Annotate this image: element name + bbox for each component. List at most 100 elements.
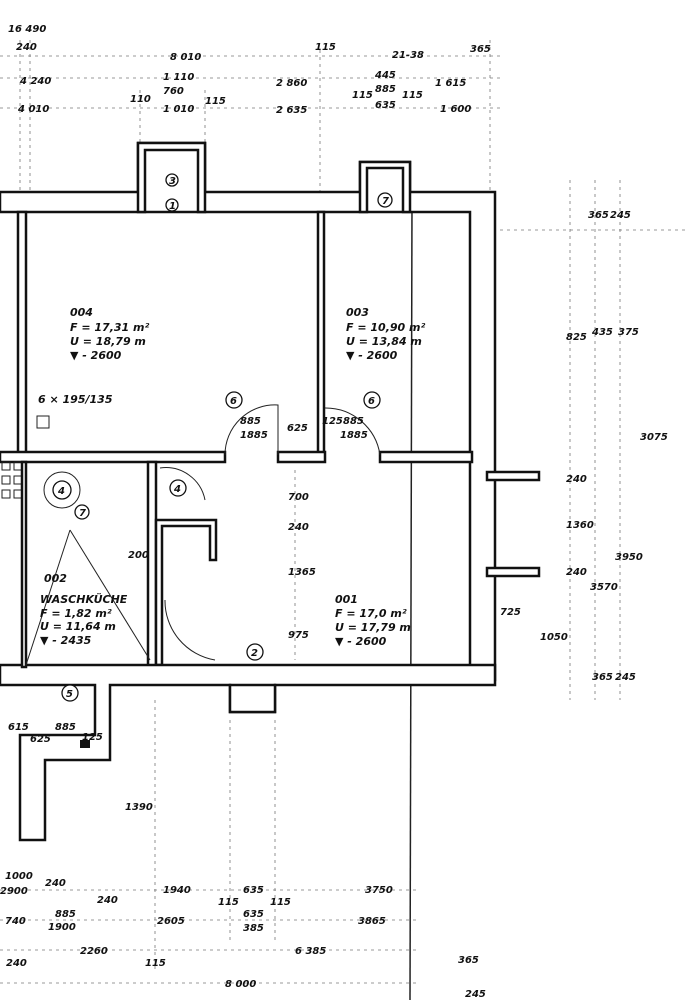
walls <box>0 141 541 842</box>
svg-text:245: 245 <box>615 672 636 683</box>
svg-text:7: 7 <box>382 196 389 207</box>
svg-text:885: 885 <box>55 909 76 920</box>
svg-text:3950: 3950 <box>615 552 643 563</box>
right-dimensions: 365 245 825 435 375 3075 240 1360 240 35… <box>500 210 668 683</box>
svg-text:725: 725 <box>500 607 521 618</box>
svg-text:110: 110 <box>130 94 151 105</box>
bottom-dimensions: 1000 240 2900 240 1940 115 635 115 3750 … <box>0 871 486 1000</box>
svg-text:2605: 2605 <box>157 916 185 927</box>
kitchen-left-wall <box>20 460 28 669</box>
svg-text:245: 245 <box>465 989 486 1000</box>
svg-text:115: 115 <box>402 90 423 101</box>
svg-text:▼ - 2435: ▼ - 2435 <box>40 634 92 647</box>
vent-grid <box>1 461 23 499</box>
svg-text:002: 002 <box>44 572 67 585</box>
svg-text:240: 240 <box>97 895 118 906</box>
svg-text:635: 635 <box>243 909 264 920</box>
svg-text:▼ - 2600: ▼ - 2600 <box>335 635 387 648</box>
svg-text:4: 4 <box>57 486 65 497</box>
svg-text:115: 115 <box>270 897 291 908</box>
svg-text:435: 435 <box>591 327 613 338</box>
south-bay <box>228 683 277 714</box>
room-003: 003 F = 10,90 m² U = 13,84 m ▼ - 2600 <box>346 306 425 362</box>
svg-text:885: 885 <box>375 84 396 95</box>
svg-text:F = 17,31 m²: F = 17,31 m² <box>70 321 149 334</box>
svg-text:8 000: 8 000 <box>225 979 256 990</box>
wall-fin <box>485 470 541 482</box>
svg-text:245: 245 <box>610 210 631 221</box>
svg-text:16 490: 16 490 <box>8 24 46 35</box>
svg-text:1 010: 1 010 <box>163 104 194 115</box>
svg-text:3865: 3865 <box>358 916 386 927</box>
svg-text:2900: 2900 <box>0 886 28 897</box>
room-004: 004 F = 17,31 m² U = 18,79 m ▼ - 2600 6 … <box>36 306 149 429</box>
svg-text:▼ - 2600: ▼ - 2600 <box>346 349 398 362</box>
middle-wall <box>0 450 474 464</box>
svg-text:1885: 1885 <box>340 430 368 441</box>
svg-text:▼ - 2600: ▼ - 2600 <box>70 349 122 362</box>
svg-text:21-38: 21-38 <box>392 50 424 61</box>
svg-text:200: 200 <box>128 550 149 561</box>
svg-text:2: 2 <box>251 648 258 659</box>
svg-text:445: 445 <box>374 70 396 81</box>
svg-text:7: 7 <box>79 508 86 519</box>
svg-text:U = 18,79 m: U = 18,79 m <box>70 335 146 348</box>
svg-text:1885: 1885 <box>240 430 268 441</box>
svg-text:740: 740 <box>5 916 26 927</box>
svg-text:385: 385 <box>243 923 264 934</box>
top-dimensions: 16 490 240 4 240 4 010 8 010 1 110 760 1… <box>8 24 491 116</box>
svg-text:115: 115 <box>145 958 166 969</box>
svg-text:5: 5 <box>66 689 73 700</box>
svg-text:2 635: 2 635 <box>276 105 307 116</box>
svg-text:825: 825 <box>566 332 587 343</box>
svg-text:6 × 195/135: 6 × 195/135 <box>38 393 113 406</box>
svg-text:3570: 3570 <box>590 582 618 593</box>
svg-text:1390: 1390 <box>125 802 153 813</box>
svg-text:365: 365 <box>470 44 491 55</box>
svg-text:240: 240 <box>566 567 587 578</box>
svg-text:365: 365 <box>458 955 479 966</box>
svg-text:004: 004 <box>70 306 93 319</box>
svg-text:1 615: 1 615 <box>435 78 466 89</box>
svg-text:700: 700 <box>288 492 309 503</box>
svg-text:975: 975 <box>288 630 309 641</box>
svg-text:4: 4 <box>173 484 181 495</box>
svg-text:1050: 1050 <box>540 632 568 643</box>
svg-text:003: 003 <box>346 306 369 319</box>
svg-text:6 385: 6 385 <box>295 946 326 957</box>
svg-text:760: 760 <box>163 86 184 97</box>
svg-text:240: 240 <box>288 522 309 533</box>
left-dimensions: 615 885 625 125 1390 <box>8 722 153 813</box>
svg-text:U = 17,79 m: U = 17,79 m <box>335 621 411 634</box>
markers: 1 3 7 6 6 4 4 5 7 2 <box>52 173 393 702</box>
door-swings <box>25 404 381 666</box>
svg-text:125: 125 <box>82 732 103 743</box>
svg-text:885: 885 <box>55 722 76 733</box>
svg-text:375: 375 <box>618 327 639 338</box>
svg-text:3075: 3075 <box>640 432 668 443</box>
svg-text:625: 625 <box>287 423 308 434</box>
svg-text:4 010: 4 010 <box>17 104 49 115</box>
dimension-lines <box>0 40 686 984</box>
svg-text:3: 3 <box>169 176 176 187</box>
svg-text:1940: 1940 <box>163 885 191 896</box>
svg-text:F = 10,90 m²: F = 10,90 m² <box>346 321 425 334</box>
svg-text:WASCHKÜCHE: WASCHKÜCHE <box>40 592 128 606</box>
svg-text:885: 885 <box>240 416 261 427</box>
svg-text:1365: 1365 <box>288 567 316 578</box>
svg-text:4 240: 4 240 <box>19 76 51 87</box>
svg-text:885: 885 <box>343 416 364 427</box>
svg-text:1000: 1000 <box>5 871 33 882</box>
svg-text:615: 615 <box>8 722 29 733</box>
svg-text:1360: 1360 <box>566 520 594 531</box>
svg-text:8 010: 8 010 <box>170 52 201 63</box>
svg-text:240: 240 <box>16 42 37 53</box>
svg-text:115: 115 <box>352 90 373 101</box>
svg-text:1 110: 1 110 <box>163 72 194 83</box>
svg-text:125: 125 <box>322 416 343 427</box>
door-dimensions: 885 1885 625 125 885 1885 700 240 1365 9… <box>128 416 368 641</box>
svg-text:635: 635 <box>375 100 396 111</box>
svg-text:F = 17,0 m²: F = 17,0 m² <box>335 607 407 620</box>
svg-text:115: 115 <box>315 42 336 53</box>
